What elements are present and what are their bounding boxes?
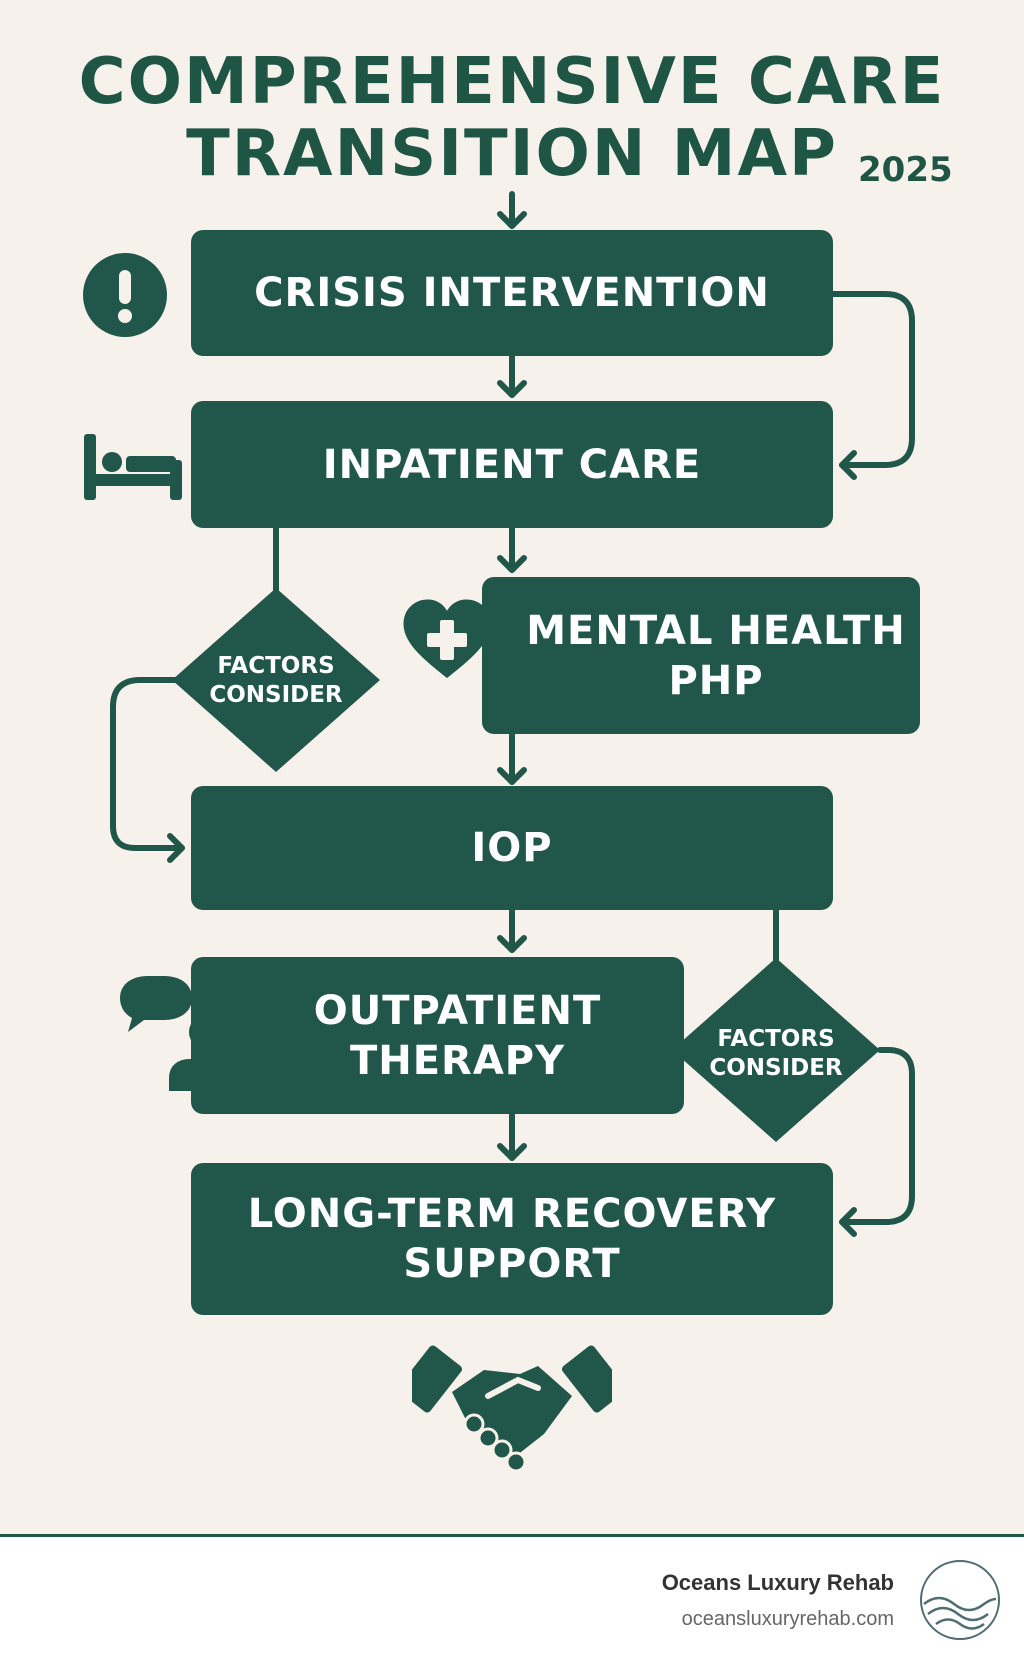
- arrowhead-php-iop: [497, 767, 527, 785]
- footer-divider: [0, 1534, 1024, 1537]
- node-iop-label: IOP: [471, 825, 553, 871]
- bed-icon: [84, 434, 182, 500]
- year-label: 2025: [858, 150, 953, 190]
- footer: [0, 1537, 1024, 1666]
- brand-name[interactable]: Oceans Luxury Rehab: [661, 1570, 894, 1595]
- node-iop: IOP: [191, 786, 833, 910]
- arrowhead-title-crisis: [497, 211, 527, 229]
- alert-icon: [83, 253, 167, 337]
- decision-left-line1: FACTORS: [217, 653, 335, 679]
- heart-plus-icon: [400, 596, 494, 682]
- node-longterm-line1: LONG-TERM RECOVERY: [247, 1191, 777, 1237]
- node-outpatient-line2: THERAPY: [349, 1037, 566, 1084]
- decision-left-line2: CONSIDER: [209, 682, 343, 708]
- decision-left-label: FACTORS CONSIDER: [196, 652, 356, 710]
- node-crisis-intervention: CRISIS INTERVENTION: [191, 230, 833, 356]
- arrowhead-crisis-bypass: [839, 450, 857, 480]
- node-inpatient-label: INPATIENT CARE: [322, 441, 702, 488]
- arrowhead-crisis-inpatient: [497, 380, 527, 398]
- node-longterm-line2: SUPPORT: [403, 1241, 621, 1287]
- arrowhead-iop-outpatient: [497, 935, 527, 953]
- node-mental-health-php: MENTAL HEALTH PHP: [482, 577, 920, 734]
- node-inpatient-care: INPATIENT CARE: [191, 401, 833, 528]
- handshake-icon: [412, 1345, 612, 1473]
- arrowhead-decision-longterm: [839, 1207, 857, 1237]
- node-outpatient-line1: OUTPATIENT: [313, 987, 602, 1034]
- title-line-1: COMPREHENSIVE CARE: [78, 45, 946, 119]
- arrowhead-decision-iop: [167, 833, 185, 863]
- decision-diamond-left: [172, 588, 380, 772]
- arrowhead-inpatient-php: [497, 555, 527, 573]
- arrowhead-outpatient-longterm: [497, 1143, 527, 1161]
- connector-crisis-bypass: [830, 291, 915, 468]
- node-long-term-recovery: LONG-TERM RECOVERY SUPPORT: [191, 1163, 833, 1315]
- decision-right-line2: CONSIDER: [709, 1055, 843, 1081]
- node-outpatient-therapy: OUTPATIENT THERAPY: [191, 957, 684, 1114]
- node-crisis-label: CRISIS INTERVENTION: [254, 270, 770, 316]
- title-line-2: TRANSITION MAP: [186, 117, 838, 191]
- node-php-line2: PHP: [668, 657, 764, 704]
- connector-decision-longterm: [839, 1047, 915, 1225]
- decision-right-label: FACTORS CONSIDER: [696, 1025, 856, 1083]
- wave-logo-icon: [920, 1560, 1000, 1640]
- decision-diamond-right: [672, 958, 880, 1142]
- connector-decision-iop: [110, 677, 195, 851]
- brand-url[interactable]: oceansluxuryrehab.com: [681, 1608, 894, 1630]
- decision-right-line1: FACTORS: [717, 1026, 835, 1052]
- node-php-line1: MENTAL HEALTH: [526, 607, 906, 654]
- page-title: COMPREHENSIVE CARE TRANSITION MAP: [0, 46, 1024, 190]
